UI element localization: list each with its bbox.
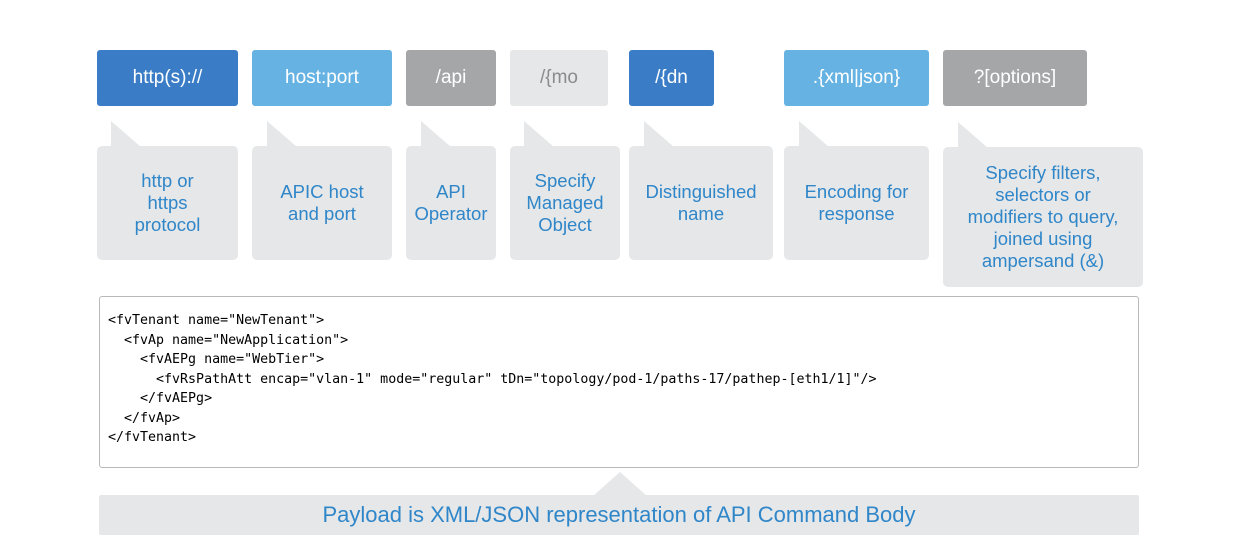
segment-options-label: ?[options] (973, 67, 1057, 88)
callout-options-text: Specify filters, selectors or modifiers … (967, 162, 1119, 271)
callout-protocol-text: http or https protocol (134, 170, 201, 235)
callout-mo: Specify Managed Object (510, 146, 620, 260)
callout-pointer-mo (524, 121, 554, 147)
segment-mo: /{mo (510, 50, 608, 106)
code-line: <fvAp name="NewApplication"> (108, 332, 349, 348)
segment-api: /api (406, 50, 496, 106)
segment-host-port: host:port (252, 50, 392, 106)
callout-host-port-text: APIC host and port (280, 181, 364, 224)
code-line: <fvTenant name="NewTenant"> (108, 313, 325, 328)
callout-pointer-dn (644, 121, 674, 147)
segment-mo-label: /{mo (539, 67, 579, 88)
footer-caption: Payload is XML/JSON representation of AP… (99, 495, 1139, 535)
segment-api-label: /api (435, 67, 467, 88)
code-line: </fvAEPg> (108, 391, 213, 406)
callout-pointer-encoding (799, 121, 829, 147)
callout-api-text: API Operator (414, 181, 488, 224)
callout-api: API Operator (406, 146, 496, 260)
callout-mo-text: Specify Managed Object (526, 170, 604, 235)
callout-pointer-options (958, 122, 988, 148)
segment-host-port-label: host:port (285, 67, 359, 88)
segment-dn-label: /{dn (655, 67, 688, 88)
payload-code-box: <fvTenant name="NewTenant"> <fvAp name="… (99, 296, 1139, 468)
segment-encoding-label: .{xml|json} (812, 67, 901, 88)
callout-dn-text: Distinguished name (645, 181, 757, 224)
footer-caption-text: Payload is XML/JSON representation of AP… (322, 502, 916, 527)
code-line: </fvAp> (108, 410, 181, 426)
callout-protocol: http or https protocol (97, 146, 238, 260)
code-line: <fvAEPg name="WebTier"> (108, 352, 325, 367)
callout-options: Specify filters, selectors or modifiers … (943, 147, 1143, 287)
segment-options: ?[options] (943, 50, 1087, 106)
callout-host-port: APIC host and port (252, 146, 392, 260)
code-line: </fvTenant> (108, 430, 197, 445)
callout-pointer-api (421, 121, 451, 147)
code-line: <fvRsPathAtt encap="vlan-1" mode="regula… (108, 371, 877, 387)
callout-encoding-text: Encoding for response (804, 181, 909, 224)
callout-pointer-host-port (267, 121, 297, 147)
segment-protocol-label: http(s):// (132, 67, 203, 88)
segment-encoding: .{xml|json} (784, 50, 929, 106)
callout-pointer-protocol (111, 121, 141, 147)
callout-encoding: Encoding for response (784, 146, 929, 260)
segment-protocol: http(s):// (97, 50, 238, 106)
segment-dn: /{dn (629, 50, 714, 106)
footer-pointer (593, 472, 647, 496)
callout-dn: Distinguished name (629, 146, 773, 260)
